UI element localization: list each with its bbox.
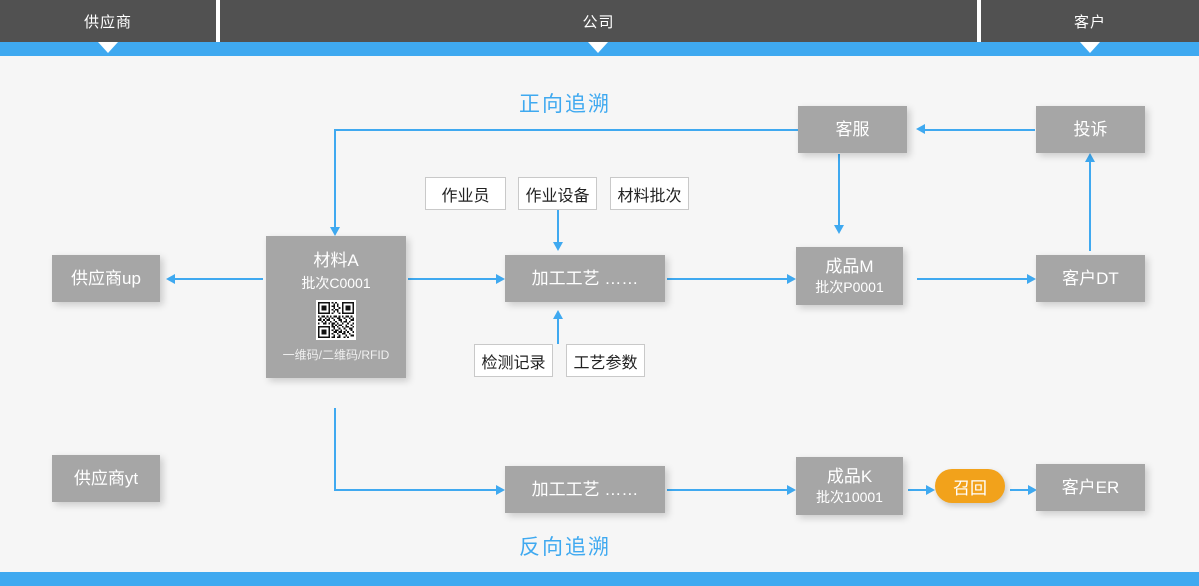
node-customer-er[interactable]: 客户ER bbox=[1036, 464, 1145, 511]
attr-material-batch[interactable]: 材料批次 bbox=[610, 177, 689, 210]
conn-process-bottom-to-product-k bbox=[667, 489, 787, 491]
node-product-m-title: 成品M bbox=[825, 256, 874, 276]
lane-supplier: 供应商 bbox=[0, 0, 216, 42]
arrow-into-recall bbox=[926, 485, 935, 495]
node-material-a-code-label: 一维码/二维码/RFID bbox=[282, 347, 390, 362]
attr-process-parameters-label: 工艺参数 bbox=[573, 354, 638, 372]
lane-caret-supplier bbox=[98, 42, 118, 53]
node-supplier-yt-label: 供应商yt bbox=[73, 468, 139, 488]
attr-process-parameters[interactable]: 工艺参数 bbox=[566, 344, 645, 377]
conn-service-to-material-horizontal bbox=[334, 129, 798, 131]
conn-attr-top-to-process bbox=[557, 210, 559, 243]
conn-material-to-process-top bbox=[408, 278, 496, 280]
node-recall-label: 召回 bbox=[953, 478, 987, 498]
attr-equipment-label: 作业设备 bbox=[525, 187, 590, 205]
node-process-bottom[interactable]: 加工工艺 …… bbox=[505, 466, 665, 513]
node-product-k[interactable]: 成品K 批次10001 bbox=[796, 457, 903, 515]
lane-divider-1 bbox=[216, 0, 220, 42]
node-customer-dt[interactable]: 客户DT bbox=[1036, 255, 1145, 302]
node-supplier-up-label: 供应商up bbox=[71, 268, 141, 288]
arrow-into-product-m-top bbox=[834, 225, 844, 234]
lane-supplier-label: 供应商 bbox=[83, 13, 132, 31]
caption-forward-trace: 正向追溯 bbox=[519, 93, 611, 116]
node-complaint[interactable]: 投诉 bbox=[1036, 106, 1145, 153]
node-product-m-batch: 批次P0001 bbox=[815, 278, 884, 295]
conn-product-k-to-recall bbox=[908, 489, 926, 491]
attr-operator[interactable]: 作业员 bbox=[425, 177, 506, 210]
node-product-k-batch: 批次10001 bbox=[816, 488, 883, 505]
conn-recall-to-customer-er bbox=[1010, 489, 1028, 491]
node-material-a[interactable]: 材料A 批次C0001 bbox=[266, 236, 406, 378]
caption-backward-trace: 反向追溯 bbox=[519, 536, 611, 559]
conn-material-down-backward bbox=[334, 408, 336, 491]
lane-company-label: 公司 bbox=[582, 13, 615, 31]
arrow-attr-bottom-into-process bbox=[553, 310, 563, 319]
lane-company: 公司 bbox=[220, 0, 977, 42]
node-supplier-up[interactable]: 供应商up bbox=[52, 255, 160, 302]
node-process-top-label: 加工工艺 …… bbox=[531, 268, 639, 288]
lane-caret-company bbox=[588, 42, 608, 53]
conn-customer-dt-to-complaint bbox=[1089, 161, 1091, 251]
node-customer-er-label: 客户ER bbox=[1061, 477, 1120, 497]
arrow-into-process-bottom bbox=[496, 485, 505, 495]
arrow-into-product-k bbox=[787, 485, 796, 495]
node-material-a-title: 材料A bbox=[313, 251, 359, 270]
node-supplier-yt[interactable]: 供应商yt bbox=[52, 455, 160, 502]
accent-strip-bottom bbox=[0, 572, 1199, 586]
conn-material-to-process-bottom bbox=[334, 489, 496, 491]
arrow-into-complaint bbox=[1085, 153, 1095, 162]
node-customer-dt-label: 客户DT bbox=[1062, 268, 1119, 288]
arrow-into-customer-dt bbox=[1027, 274, 1036, 284]
arrow-into-service bbox=[916, 124, 925, 134]
conn-material-to-supplier-up bbox=[175, 278, 263, 280]
node-recall[interactable]: 召回 bbox=[935, 469, 1005, 503]
conn-product-m-to-customer-dt bbox=[917, 278, 1027, 280]
arrow-into-process-top bbox=[496, 274, 505, 284]
qr-code-icon bbox=[316, 299, 356, 340]
attr-inspection-record[interactable]: 检测记录 bbox=[474, 344, 553, 377]
conn-process-to-product-m bbox=[667, 278, 787, 280]
lane-customer: 客户 bbox=[981, 0, 1199, 42]
arrow-into-product-m bbox=[787, 274, 796, 284]
node-material-a-batch: 批次C0001 bbox=[301, 275, 371, 292]
arrow-into-customer-er bbox=[1028, 485, 1037, 495]
attr-inspection-record-label: 检测记录 bbox=[481, 354, 546, 372]
conn-service-to-product-m bbox=[838, 154, 840, 226]
node-product-m[interactable]: 成品M 批次P0001 bbox=[796, 247, 903, 305]
attr-operator-label: 作业员 bbox=[441, 187, 490, 205]
flow-area: 正向追溯 反向追溯 bbox=[0, 56, 1199, 572]
arrow-attr-top-into-process bbox=[553, 242, 563, 251]
arrow-into-material-top bbox=[330, 227, 340, 236]
lane-caret-customer bbox=[1080, 42, 1100, 53]
lane-divider-2 bbox=[977, 0, 981, 42]
conn-attr-bottom-to-process bbox=[557, 318, 559, 344]
conn-complaint-to-service bbox=[925, 129, 1035, 131]
node-customer-service[interactable]: 客服 bbox=[798, 106, 907, 153]
node-customer-service-label: 客服 bbox=[835, 119, 870, 139]
node-product-k-title: 成品K bbox=[826, 466, 873, 486]
lane-customer-label: 客户 bbox=[1073, 13, 1106, 31]
conn-service-to-material-vertical bbox=[334, 129, 336, 229]
attr-material-batch-label: 材料批次 bbox=[617, 187, 682, 205]
node-process-bottom-label: 加工工艺 …… bbox=[531, 479, 639, 499]
node-complaint-label: 投诉 bbox=[1073, 119, 1108, 139]
attr-equipment[interactable]: 作业设备 bbox=[518, 177, 597, 210]
node-process-top[interactable]: 加工工艺 …… bbox=[505, 255, 665, 302]
arrow-into-supplier-up bbox=[166, 274, 175, 284]
